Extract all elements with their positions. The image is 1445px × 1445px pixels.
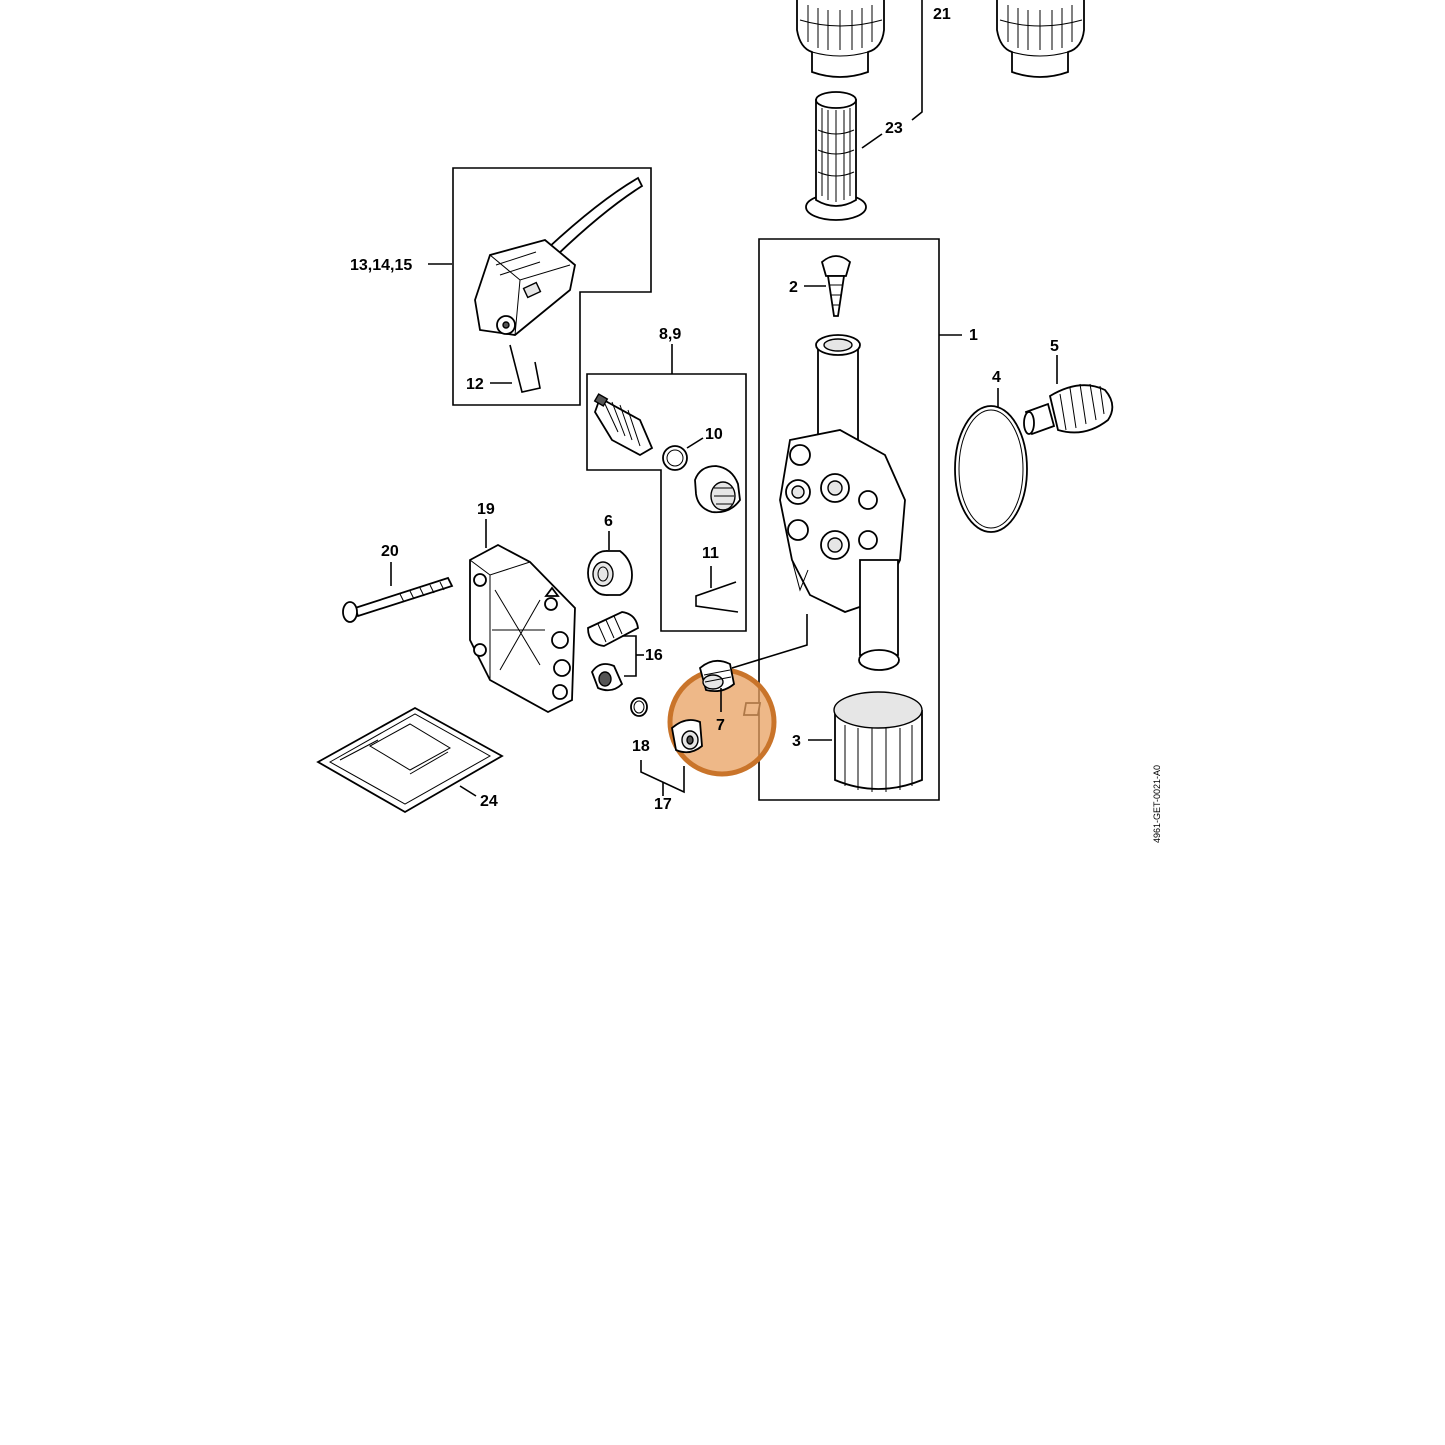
label-17: 17 xyxy=(654,796,672,813)
label-19: 19 xyxy=(477,501,495,518)
filter-part[interactable] xyxy=(805,91,867,221)
leader-24 xyxy=(459,785,477,797)
leader-16 xyxy=(622,635,637,677)
o-ring-18-part[interactable] xyxy=(630,697,648,717)
label-3: 3 xyxy=(792,733,801,750)
leader-10 xyxy=(686,437,704,449)
pump-head-part[interactable] xyxy=(779,334,906,671)
label-2: 2 xyxy=(789,279,798,296)
cap-screen-part[interactable] xyxy=(694,465,741,514)
box-13-14-15 xyxy=(452,167,652,406)
seal-6-part[interactable] xyxy=(587,550,633,596)
cap-right-part[interactable] xyxy=(996,0,1085,78)
label-23: 23 xyxy=(885,120,903,137)
housing-19-part[interactable] xyxy=(469,543,576,714)
leader-7-to-pump xyxy=(731,614,808,669)
label-11: 11 xyxy=(702,545,719,562)
label-16: 16 xyxy=(645,647,663,664)
label-24: 24 xyxy=(480,793,498,810)
label-12: 12 xyxy=(466,376,484,393)
o-ring-4-part[interactable] xyxy=(954,405,1028,533)
label-21: 21 xyxy=(933,6,951,23)
label-7: 7 xyxy=(716,717,725,734)
valve-8-9-part[interactable] xyxy=(593,393,654,457)
pressure-switch-part[interactable] xyxy=(474,176,644,336)
label-4: 4 xyxy=(992,369,1001,386)
screw-20-part[interactable] xyxy=(342,576,454,623)
clip-12-part[interactable] xyxy=(509,344,541,393)
drawing-code: 4961-GET-0021-A0 xyxy=(1152,765,1162,843)
o-ring-10-part[interactable] xyxy=(662,445,688,471)
valve-16-part[interactable] xyxy=(587,611,639,692)
gasket-kit-24-part[interactable] xyxy=(316,706,504,814)
leader-23 xyxy=(861,133,883,149)
label-8-9: 8,9 xyxy=(659,326,681,343)
label-6: 6 xyxy=(604,513,613,530)
leader-21 xyxy=(911,0,923,121)
label-18: 18 xyxy=(632,738,650,755)
box-1 xyxy=(758,238,940,801)
valve-2-part[interactable] xyxy=(820,255,852,317)
label-13-14-15: 13,14,15 xyxy=(350,257,412,274)
label-10: 10 xyxy=(705,426,723,443)
label-1: 1 xyxy=(969,327,978,344)
box-8-9 xyxy=(586,373,747,632)
cap-left-part[interactable] xyxy=(796,0,885,78)
strainer-3-part[interactable] xyxy=(742,691,923,792)
check-valve-7-part[interactable] xyxy=(671,659,735,754)
clip-11-part[interactable] xyxy=(695,581,739,613)
label-5: 5 xyxy=(1050,338,1059,355)
valve-5-part[interactable] xyxy=(1023,383,1114,436)
label-20: 20 xyxy=(381,543,399,560)
